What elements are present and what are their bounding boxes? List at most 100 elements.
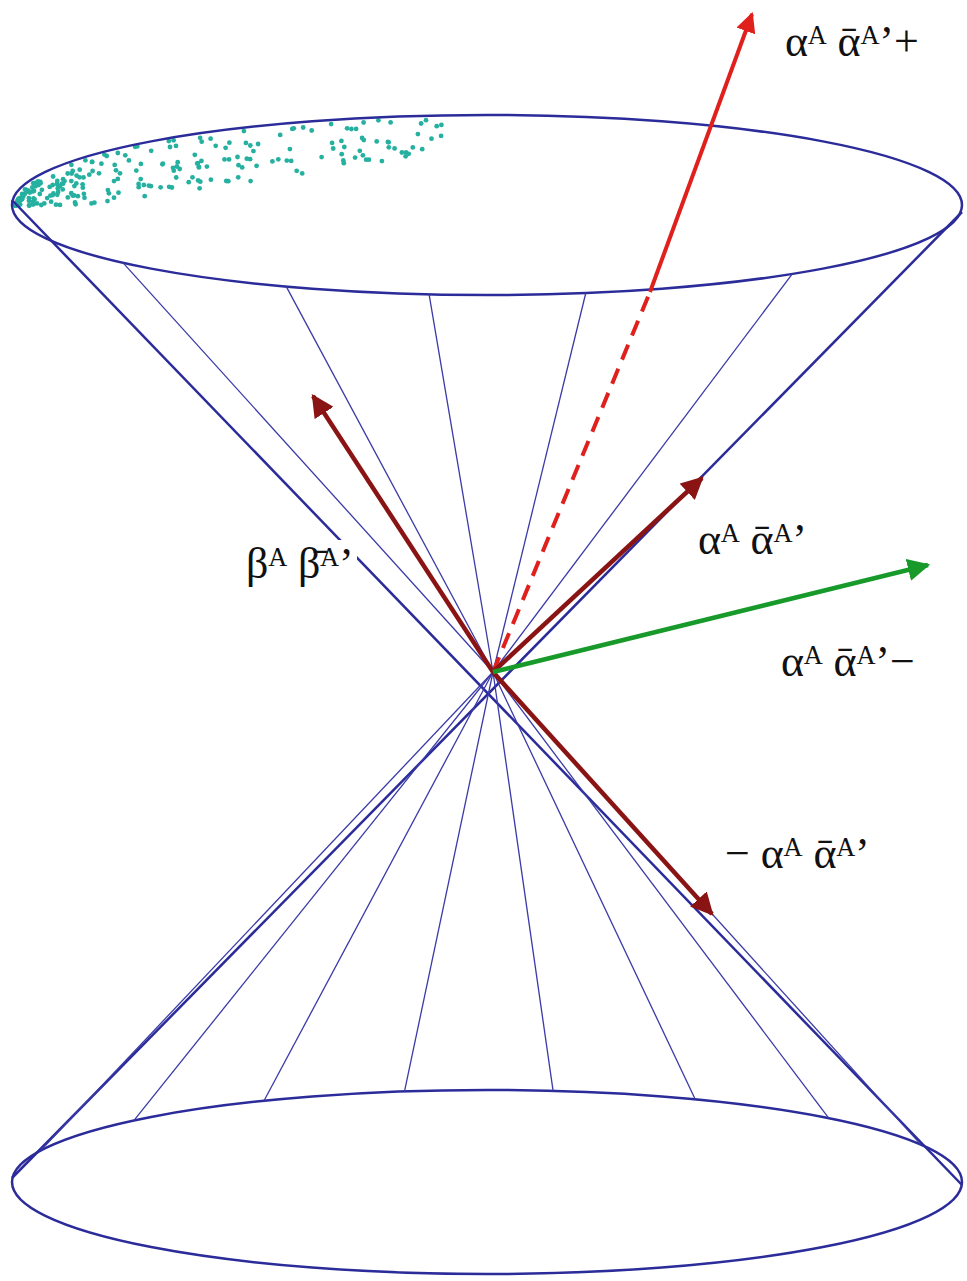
data-point [65, 171, 70, 176]
data-point [196, 178, 201, 183]
data-point [288, 147, 293, 152]
cone-generators [41, 263, 921, 1151]
data-point [51, 174, 56, 179]
data-point [123, 153, 128, 158]
data-point [386, 140, 391, 145]
data-point [31, 199, 36, 204]
data-point [294, 168, 299, 173]
generator-line [405, 672, 494, 1091]
data-point [80, 185, 85, 190]
data-point [404, 150, 409, 155]
generator-line [493, 672, 921, 1145]
data-point [136, 185, 141, 190]
data-point [106, 188, 111, 193]
data-point [48, 193, 53, 198]
data-point [227, 157, 232, 162]
data-point [142, 194, 147, 199]
generator-line [286, 287, 493, 672]
generator-line [493, 672, 829, 1118]
data-point [330, 141, 335, 146]
data-point [118, 171, 123, 176]
data-point [331, 146, 336, 151]
data-point [284, 158, 289, 163]
data-point [27, 203, 32, 208]
data-point [424, 118, 429, 123]
data-point [329, 122, 334, 127]
data-point [99, 161, 104, 166]
data-point [213, 143, 218, 148]
data-point [55, 192, 60, 197]
data-point [439, 123, 444, 128]
vectors [313, 14, 928, 914]
vector-label: βᴬ β̄ᴬ’ [243, 540, 357, 588]
data-point [76, 194, 81, 199]
data-point [138, 177, 143, 182]
data-point [270, 159, 275, 164]
data-point [171, 168, 176, 173]
data-point [55, 186, 60, 191]
data-point [357, 148, 362, 153]
data-point [256, 142, 261, 147]
data-point [70, 169, 75, 174]
data-point [392, 146, 397, 151]
data-point [70, 193, 75, 198]
data-point [416, 132, 421, 137]
data-point [54, 202, 59, 207]
data-point [23, 187, 28, 192]
data-point [141, 183, 146, 188]
data-point [289, 159, 294, 164]
data-point [227, 140, 232, 145]
data-point [380, 159, 385, 164]
data-point [90, 160, 95, 165]
data-point [429, 136, 434, 141]
data-point [37, 192, 42, 197]
generator-line [123, 263, 493, 672]
vector-label: αᴬ ᾱᴬ’− [778, 638, 918, 686]
data-point [374, 139, 379, 144]
data-point [361, 138, 366, 143]
data-point [112, 179, 117, 184]
data-point [319, 155, 324, 160]
data-point [345, 126, 350, 131]
data-point [248, 143, 253, 148]
data-point [82, 191, 87, 196]
data-point [208, 136, 213, 141]
data-point [242, 129, 247, 134]
data-point [276, 157, 281, 162]
data-point [248, 157, 253, 162]
data-point [69, 179, 74, 184]
data-point [168, 145, 173, 150]
data-point [410, 145, 415, 150]
data-point [244, 141, 249, 146]
data-point [105, 199, 110, 204]
data-point [291, 126, 296, 131]
generator-line [493, 672, 695, 1099]
data-point [226, 179, 231, 184]
data-point [236, 175, 241, 180]
data-point [361, 153, 366, 158]
data-point [65, 195, 70, 200]
data-point [161, 161, 166, 166]
data-point [278, 133, 283, 138]
data-point [339, 139, 344, 144]
data-point [55, 179, 60, 184]
data-point [49, 199, 54, 204]
cone-outline [12, 115, 962, 1274]
data-point [115, 151, 120, 156]
data-point [114, 168, 119, 173]
data-point [77, 167, 82, 172]
data-point [439, 134, 444, 139]
data-point [112, 195, 117, 200]
data-point [254, 163, 259, 168]
data-point [209, 177, 214, 182]
data-point [28, 190, 33, 195]
data-point [342, 145, 347, 150]
data-point [42, 201, 47, 206]
data-point [361, 120, 366, 125]
data-point [175, 164, 180, 169]
data-point [97, 171, 102, 176]
data-point [126, 158, 131, 163]
vector-label: − αᴬ ᾱᴬ’ [722, 830, 873, 878]
data-point [248, 179, 253, 184]
data-point [300, 171, 305, 176]
